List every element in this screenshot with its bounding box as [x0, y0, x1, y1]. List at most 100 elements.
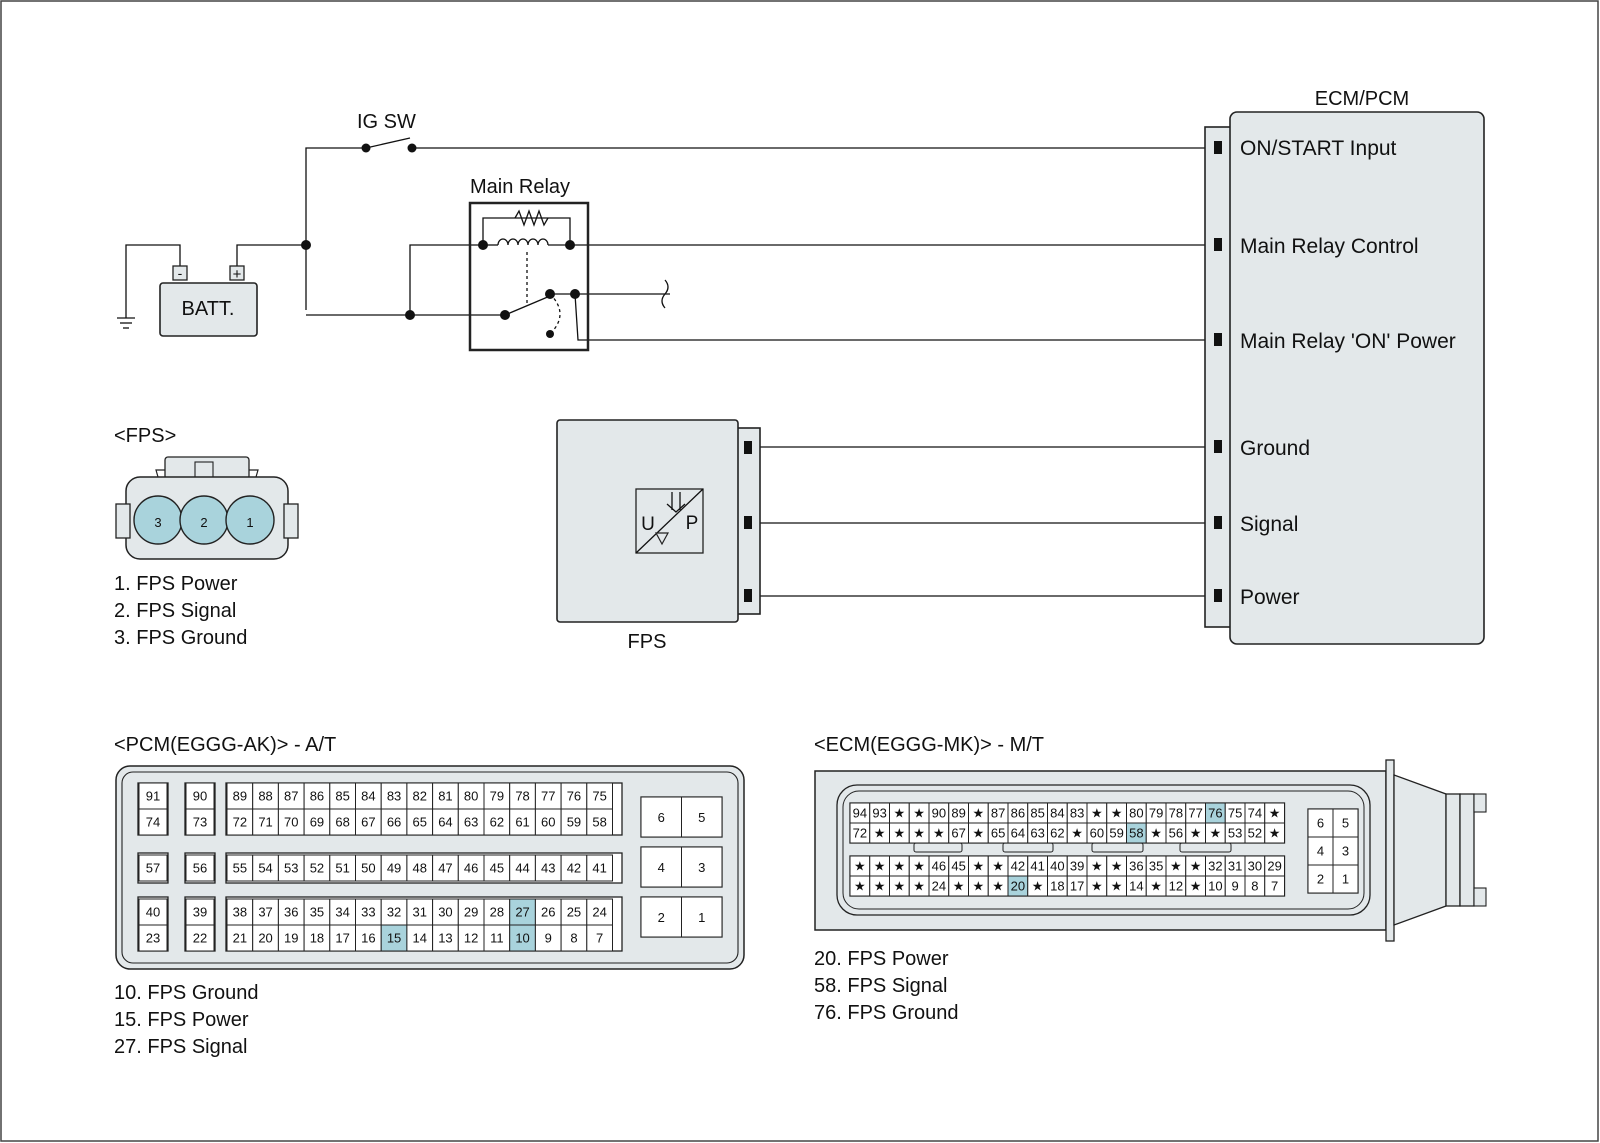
- fps-label: FPS: [628, 631, 667, 653]
- svg-text:★: ★: [992, 858, 1004, 873]
- svg-text:90: 90: [193, 789, 207, 804]
- svg-text:74: 74: [146, 815, 160, 830]
- ecm-pin-72: 72: [849, 822, 871, 844]
- pcm-pin-68: 68: [329, 808, 356, 836]
- svg-text:28: 28: [490, 905, 504, 920]
- svg-text:8: 8: [570, 931, 577, 946]
- svg-text:73: 73: [193, 815, 207, 830]
- ecm-pin-unused: ★: [1086, 875, 1108, 897]
- battery-minus-sign: -: [178, 265, 183, 281]
- svg-text:57: 57: [146, 861, 160, 876]
- fps-connector-title: <FPS>: [114, 425, 176, 447]
- svg-text:40: 40: [1050, 858, 1064, 873]
- svg-text:18: 18: [1050, 878, 1064, 893]
- ecm-pin-35: 35: [1145, 855, 1167, 877]
- ecm-pin-unused: ★: [1086, 802, 1108, 824]
- ecm-pin-80: 80: [1126, 802, 1147, 824]
- pcm-pin-8: 8: [560, 924, 588, 952]
- pcm-pin-73: 73: [185, 808, 215, 836]
- svg-text:88: 88: [258, 789, 272, 804]
- pcm-pin-48: 48: [406, 854, 434, 882]
- svg-text:81: 81: [438, 789, 452, 804]
- pcm-pin-59: 59: [560, 808, 588, 836]
- svg-text:39: 39: [1070, 858, 1084, 873]
- svg-text:83: 83: [387, 789, 401, 804]
- sensor-u-label: U: [641, 514, 655, 535]
- ecm-pin-unused: ★: [987, 875, 1009, 897]
- svg-text:39: 39: [193, 905, 207, 920]
- svg-text:30: 30: [438, 905, 452, 920]
- svg-text:63: 63: [1030, 825, 1044, 840]
- svg-text:41: 41: [1030, 858, 1044, 873]
- svg-text:86: 86: [310, 789, 324, 804]
- fps-pin-label: 2: [200, 515, 207, 530]
- svg-text:31: 31: [1228, 858, 1242, 873]
- svg-text:43: 43: [541, 861, 555, 876]
- pcm-pin-20: 20: [252, 924, 279, 952]
- ecm-pin-20: 20: [1007, 875, 1029, 897]
- svg-text:84: 84: [361, 789, 375, 804]
- pcm-pin-13: 13: [432, 924, 459, 952]
- svg-text:13: 13: [438, 931, 452, 946]
- pcm-pin-78: 78: [509, 782, 536, 810]
- svg-text:66: 66: [387, 815, 401, 830]
- svg-text:29: 29: [1267, 858, 1281, 873]
- svg-text:20: 20: [1011, 878, 1025, 893]
- ecm-pin-90: 90: [928, 802, 950, 824]
- svg-text:61: 61: [515, 815, 529, 830]
- svg-text:76: 76: [567, 789, 581, 804]
- svg-text:41: 41: [592, 861, 606, 876]
- svg-text:★: ★: [1091, 858, 1103, 873]
- ecm-title: ECM/PCM: [1315, 88, 1409, 110]
- ecm-pin-86: 86: [1007, 802, 1029, 824]
- ecm-pin-29: 29: [1264, 855, 1285, 877]
- pcm-pin-54: 54: [252, 854, 279, 882]
- pcm-pin-23: 23: [138, 924, 168, 952]
- ecm-pin-78: 78: [1165, 802, 1187, 824]
- pcm-pin-70: 70: [277, 808, 305, 836]
- svg-text:★: ★: [1111, 878, 1123, 893]
- svg-text:89: 89: [951, 805, 965, 820]
- ecm-pin-18: 18: [1047, 875, 1068, 897]
- main-relay-label: Main Relay: [470, 176, 570, 198]
- pcm-pin-36: 36: [277, 898, 305, 926]
- pcm-pin-75: 75: [586, 782, 613, 810]
- ecm-pin-60: 60: [1086, 822, 1108, 844]
- ecm-pin-unused: ★: [908, 802, 930, 824]
- svg-text:72: 72: [853, 825, 867, 840]
- pcm-pin-12: 12: [457, 924, 485, 952]
- svg-text:★: ★: [913, 858, 925, 873]
- ecm-pin-unused: ★: [889, 822, 910, 844]
- pcm-pin-11: 11: [483, 924, 511, 952]
- battery-minus-terminal: [172, 265, 188, 281]
- fps-legend-item: 1. FPS Power: [114, 573, 238, 595]
- svg-text:78: 78: [1169, 805, 1183, 820]
- pcm-pin-79: 79: [483, 782, 511, 810]
- ecm-pin-unused: ★: [1106, 875, 1127, 897]
- ecm-pin-main-relay-on-power: Main Relay 'ON' Power: [1240, 330, 1456, 353]
- svg-text:85: 85: [1030, 805, 1044, 820]
- svg-text:47: 47: [438, 861, 452, 876]
- fps-pin-label: 3: [154, 515, 161, 530]
- ecm-pin-85: 85: [1027, 802, 1048, 824]
- svg-text:12: 12: [464, 931, 478, 946]
- svg-text:53: 53: [1228, 825, 1242, 840]
- svg-text:25: 25: [567, 905, 581, 920]
- svg-text:33: 33: [361, 905, 375, 920]
- svg-text:2: 2: [658, 910, 665, 925]
- ecm-pin-unused: ★: [968, 822, 989, 844]
- svg-text:★: ★: [1111, 858, 1123, 873]
- svg-text:45: 45: [951, 858, 965, 873]
- pcm-pin-90: 90: [185, 782, 215, 810]
- ecm-pin-unused: ★: [1106, 855, 1127, 877]
- ecm-pin-unused: ★: [849, 855, 871, 877]
- fps-pin-terminals: [744, 441, 752, 602]
- svg-text:4: 4: [658, 860, 665, 875]
- svg-text:★: ★: [894, 825, 906, 840]
- ecm-pin-59: 59: [1106, 822, 1127, 844]
- ecm-pin-84: 84: [1047, 802, 1068, 824]
- svg-text:★: ★: [1210, 825, 1222, 840]
- ecm-pin-30: 30: [1244, 855, 1266, 877]
- pcm-pin-35: 35: [303, 898, 331, 926]
